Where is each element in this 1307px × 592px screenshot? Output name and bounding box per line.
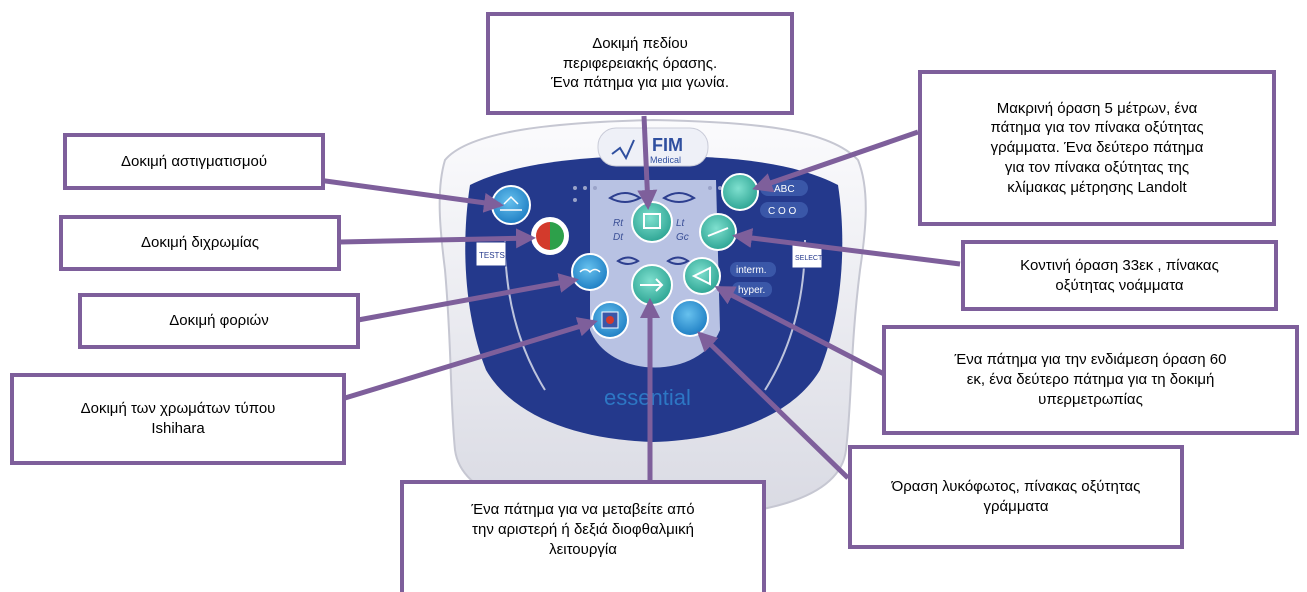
svg-text:Rt: Rt [613, 218, 624, 229]
arrow-phoria [357, 273, 579, 323]
fim-logo: FIM Medical [597, 127, 709, 167]
callout-binocular: Ένα πάτημα για να μεταβείτε από την αρισ… [400, 480, 766, 592]
arrow-near [732, 228, 961, 267]
svg-text:FIM: FIM [652, 135, 683, 155]
callout-twilight: Όραση λυκόφωτος, πίνακας οξύτητας γράμμα… [848, 445, 1184, 549]
callout-far-vision: Μακρινή όραση 5 μέτρων, ένα πάτημα για τ… [918, 70, 1276, 226]
svg-text:ABC: ABC [774, 184, 795, 195]
device-body [438, 118, 867, 520]
arrow-far [752, 129, 919, 193]
callout-dichromatic: Δοκιμή διχρωμίας [59, 215, 341, 271]
svg-text:SELECT: SELECT [795, 255, 823, 262]
callout-ishihara: Δοκιμή των χρωμάτων τύπου Ishihara [10, 373, 346, 465]
svg-text:Dt: Dt [613, 232, 624, 243]
binocular-switch-button[interactable] [631, 264, 673, 306]
ishihara-button[interactable] [591, 301, 629, 339]
callout-astigmatism: Δοκιμή αστιγματισμού [63, 133, 325, 190]
svg-text:C O O: C O O [768, 206, 797, 217]
callout-intermediate: Ένα πάτημα για την ενδιάμεση όραση 60 εκ… [882, 325, 1299, 435]
interm-tag: interm. [730, 262, 776, 277]
svg-text:interm.: interm. [736, 265, 767, 276]
arrow-twilight [697, 331, 850, 480]
tests-tag: TESTS [475, 241, 507, 267]
svg-text:Lt: Lt [676, 218, 686, 229]
intermediate-vision-button[interactable] [683, 257, 721, 295]
svg-text:TESTS: TESTS [479, 251, 505, 260]
far-vision-button[interactable] [721, 173, 759, 211]
product-name: essential [604, 385, 691, 410]
svg-text:Gc: Gc [676, 232, 689, 243]
callout-phoria: Δοκιμή φοριών [78, 293, 360, 349]
arrow-dichro [339, 228, 536, 249]
near-vision-button[interactable] [699, 213, 737, 251]
callout-visual-field: Δοκιμή πεδίου περιφερειακής όρασης. Ένα … [486, 12, 794, 115]
svg-text:Medical: Medical [650, 155, 681, 165]
arrow-field [637, 115, 658, 210]
phoria-button[interactable] [571, 253, 609, 291]
svg-text:hyper.: hyper. [738, 285, 765, 296]
arrow-inter [714, 285, 886, 377]
visual-field-button[interactable] [631, 201, 673, 243]
hyper-tag: hyper. [732, 282, 772, 297]
landolt-tag: C O O [760, 202, 808, 218]
callout-arrows [259, 115, 961, 480]
eye-labels: Rt Dt Lt Gc [613, 218, 689, 243]
arrow-ishihara [344, 317, 598, 401]
twilight-vision-button[interactable] [671, 299, 709, 337]
callout-near-vision: Κοντινή όραση 33εκ , πίνακας οξύτητας νο… [961, 240, 1278, 311]
dichromatic-button[interactable] [531, 217, 569, 255]
